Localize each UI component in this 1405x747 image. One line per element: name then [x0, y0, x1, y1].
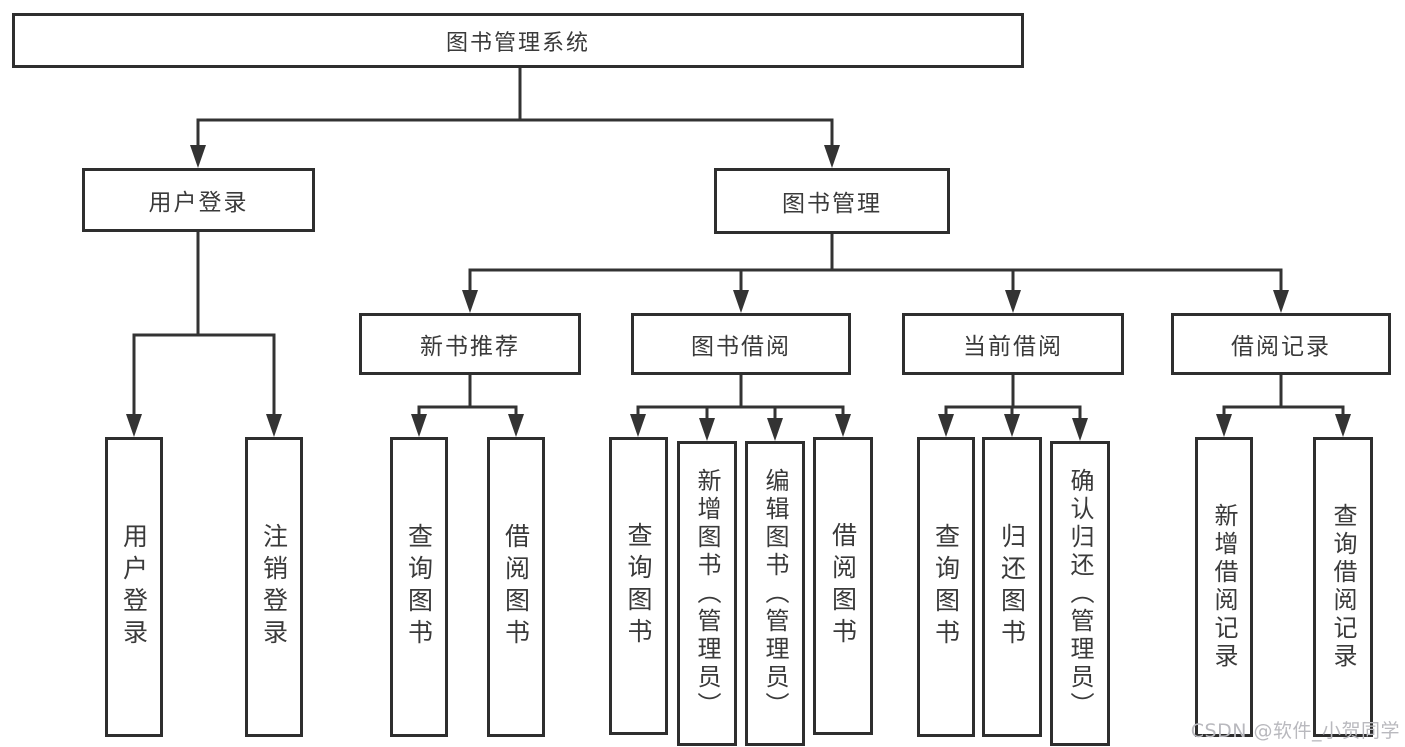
leaf-cb-query-books-label: 查询图书: [931, 523, 961, 651]
leaf-cb-return-books-label: 归还图书: [997, 523, 1027, 651]
leaf-cb-return-books: 归还图书: [982, 437, 1042, 737]
node-root-system: 图书管理系统: [12, 13, 1024, 68]
leaf-user-login-label: 用户登录: [119, 523, 149, 651]
leaf-bb-edit-books-admin: 编辑图书（管理员）: [745, 441, 805, 746]
leaf-bb-add-books-admin-label: 新增图书（管理员）: [693, 467, 721, 720]
node-current-borrowing: 当前借阅: [902, 313, 1124, 375]
csdn-watermark: CSDN @软件_小贺同学: [1190, 720, 1400, 742]
node-book-borrowing: 图书借阅: [631, 313, 851, 375]
node-borrowing-records: 借阅记录: [1171, 313, 1391, 375]
leaf-bb-edit-books-admin-label: 编辑图书（管理员）: [761, 467, 789, 720]
node-user-login: 用户登录: [82, 168, 315, 232]
leaf-bb-borrow-books-label: 借阅图书: [828, 522, 858, 650]
node-book-borrowing-label: 图书借阅: [691, 334, 791, 360]
node-root-system-label: 图书管理系统: [445, 30, 590, 56]
node-borrowing-records-label: 借阅记录: [1231, 334, 1331, 360]
leaf-nbr-borrow-books: 借阅图书: [487, 437, 545, 737]
leaf-logout: 注销登录: [245, 437, 303, 737]
leaf-cb-query-books: 查询图书: [917, 437, 975, 737]
leaf-bb-add-books-admin: 新增图书（管理员）: [677, 441, 737, 746]
leaf-nbr-borrow-books-label: 借阅图书: [501, 523, 531, 651]
node-book-management: 图书管理: [714, 168, 950, 234]
leaf-bb-query-books: 查询图书: [609, 437, 668, 735]
leaf-nbr-query-books: 查询图书: [390, 437, 448, 737]
node-new-book-recommend-label: 新书推荐: [420, 334, 520, 360]
node-new-book-recommend: 新书推荐: [359, 313, 581, 375]
leaf-br-add-record-label: 新增借阅记录: [1210, 503, 1238, 671]
leaf-bb-query-books-label: 查询图书: [624, 522, 653, 650]
leaf-br-query-record-label: 查询借阅记录: [1329, 503, 1357, 671]
leaf-nbr-query-books-label: 查询图书: [404, 523, 434, 651]
node-current-borrowing-label: 当前借阅: [963, 334, 1063, 360]
leaf-cb-confirm-return-admin: 确认归还（管理员）: [1050, 441, 1110, 746]
leaf-br-query-record: 查询借阅记录: [1313, 437, 1373, 737]
leaf-user-login: 用户登录: [105, 437, 163, 737]
leaf-logout-label: 注销登录: [259, 523, 289, 651]
leaf-br-add-record: 新增借阅记录: [1195, 437, 1253, 737]
node-user-login-label: 用户登录: [148, 190, 249, 216]
node-book-management-label: 图书管理: [782, 191, 882, 217]
leaf-cb-confirm-return-admin-label: 确认归还（管理员）: [1066, 467, 1094, 720]
leaf-bb-borrow-books: 借阅图书: [813, 437, 873, 735]
